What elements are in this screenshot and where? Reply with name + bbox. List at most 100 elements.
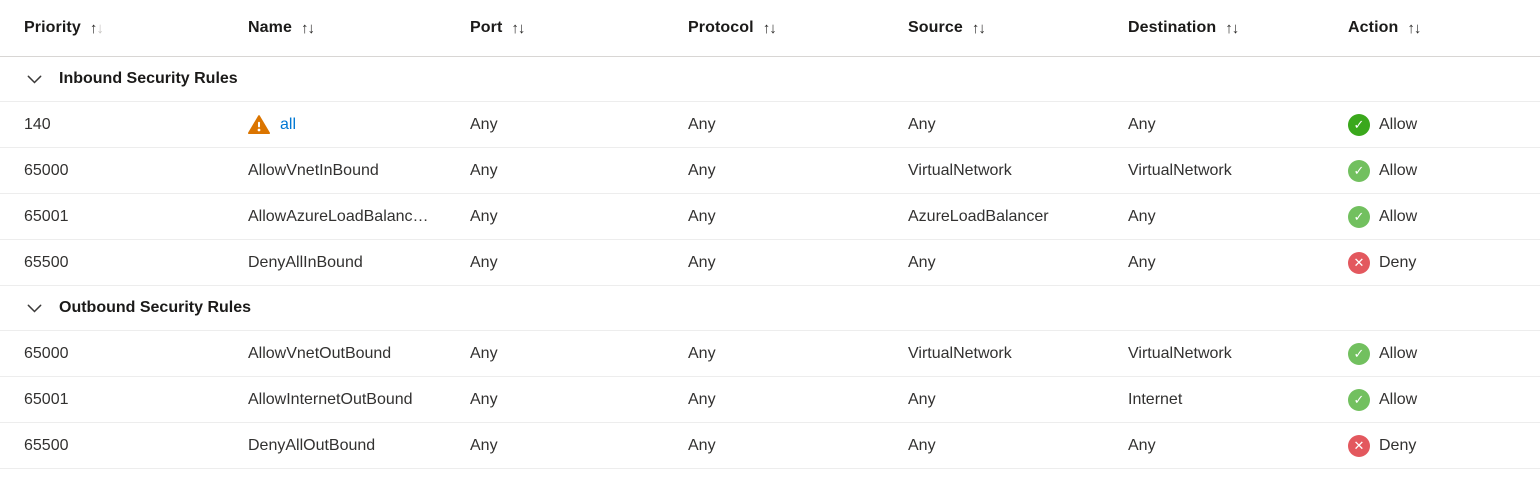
section-title: Outbound Security Rules xyxy=(59,299,252,316)
priority-cell: 65000 xyxy=(24,344,69,362)
column-header-priority[interactable]: Priority ↑↓ xyxy=(24,19,248,37)
name-cell: all xyxy=(248,114,470,135)
action-cell: ✓ Allow xyxy=(1348,113,1540,136)
action-label: Allow xyxy=(1379,161,1418,179)
sort-icons: ↑↓ xyxy=(763,21,777,36)
column-label: Protocol xyxy=(688,19,754,36)
destination-cell: Any xyxy=(1128,436,1156,454)
table-header-row: Priority ↑↓ Name ↑↓ Port ↑↓ Protocol ↑↓ … xyxy=(0,0,1540,57)
protocol-cell: Any xyxy=(688,161,716,179)
action-cell: ✓ Allow xyxy=(1348,159,1540,182)
action-status-icon: ✓ xyxy=(1348,388,1370,411)
rule-name: AllowVnetInBound xyxy=(248,161,379,179)
source-cell: VirtualNetwork xyxy=(908,161,1012,179)
rule-name: AllowVnetOutBound xyxy=(248,344,392,362)
port-cell: Any xyxy=(470,436,498,454)
destination-cell: Internet xyxy=(1128,390,1183,408)
source-cell: Any xyxy=(908,436,936,454)
rule-name: AllowInternetOutBound xyxy=(248,390,413,408)
table-row[interactable]: 65500 DenyAllInBound Any Any Any Any ✕ D… xyxy=(0,240,1540,286)
column-label: Name xyxy=(248,19,292,36)
section-header-row[interactable]: Inbound Security Rules xyxy=(0,57,1540,102)
destination-cell: VirtualNetwork xyxy=(1128,161,1232,179)
table-body: Inbound Security Rules 140 all Any Any A… xyxy=(0,57,1540,469)
priority-cell: 65001 xyxy=(24,390,69,408)
action-status-icon: ✓ xyxy=(1348,342,1370,365)
protocol-cell: Any xyxy=(688,253,716,271)
destination-cell: Any xyxy=(1128,115,1156,133)
action-cell: ✓ Allow xyxy=(1348,205,1540,228)
sort-desc-icon: ↓ xyxy=(96,19,104,37)
priority-cell: 65500 xyxy=(24,253,69,271)
action-cell: ✕ Deny xyxy=(1348,251,1540,274)
source-cell: AzureLoadBalancer xyxy=(908,207,1049,225)
column-label: Priority xyxy=(24,19,81,36)
sort-asc-icon: ↑ xyxy=(89,19,98,37)
sort-icons: ↑↓ xyxy=(90,21,104,36)
nsg-rules-table: Priority ↑↓ Name ↑↓ Port ↑↓ Protocol ↑↓ … xyxy=(0,0,1540,469)
protocol-cell: Any xyxy=(688,207,716,225)
rule-name: DenyAllInBound xyxy=(248,253,363,271)
source-cell: VirtualNetwork xyxy=(908,344,1012,362)
column-header-action[interactable]: Action ↑↓ xyxy=(1348,19,1540,37)
sort-asc-icon: ↑ xyxy=(1407,19,1415,37)
rule-name-link[interactable]: all xyxy=(280,115,297,133)
rule-name: DenyAllOutBound xyxy=(248,436,376,454)
table-row[interactable]: 65000 AllowVnetInBound Any Any VirtualNe… xyxy=(0,148,1540,194)
action-label: Allow xyxy=(1379,390,1418,408)
name-cell: AllowAzureLoadBalanc… xyxy=(248,208,470,226)
sort-desc-icon: ↓ xyxy=(517,19,526,37)
action-status-icon: ✓ xyxy=(1348,205,1370,228)
action-status-icon: ✓ xyxy=(1348,113,1370,136)
sort-asc-icon: ↑ xyxy=(762,19,771,37)
sort-desc-icon: ↓ xyxy=(307,19,315,37)
port-cell: Any xyxy=(470,207,498,225)
protocol-cell: Any xyxy=(688,115,716,133)
sort-desc-icon: ↓ xyxy=(978,19,986,37)
name-cell: AllowInternetOutBound xyxy=(248,391,470,409)
warning-icon xyxy=(248,114,270,135)
priority-cell: 65000 xyxy=(24,161,69,179)
destination-cell: Any xyxy=(1128,253,1156,271)
table-row[interactable]: 65500 DenyAllOutBound Any Any Any Any ✕ … xyxy=(0,423,1540,469)
column-header-port[interactable]: Port ↑↓ xyxy=(470,19,688,37)
source-cell: Any xyxy=(908,390,936,408)
sort-icons: ↑↓ xyxy=(972,21,986,36)
table-row[interactable]: 65000 AllowVnetOutBound Any Any VirtualN… xyxy=(0,331,1540,377)
action-label: Allow xyxy=(1379,207,1418,225)
protocol-cell: Any xyxy=(688,436,716,454)
sort-icons: ↑↓ xyxy=(1225,21,1239,36)
sort-icons: ↑↓ xyxy=(511,21,525,36)
action-status-icon: ✓ xyxy=(1348,159,1370,182)
rule-name: AllowAzureLoadBalanc… xyxy=(248,207,429,225)
action-label: Allow xyxy=(1379,344,1418,362)
chevron-down-icon xyxy=(26,300,43,317)
column-label: Port xyxy=(470,19,503,36)
name-cell: DenyAllOutBound xyxy=(248,437,470,455)
column-header-protocol[interactable]: Protocol ↑↓ xyxy=(688,19,908,37)
sort-desc-icon: ↓ xyxy=(1231,19,1240,37)
column-header-source[interactable]: Source ↑↓ xyxy=(908,19,1128,37)
destination-cell: Any xyxy=(1128,207,1156,225)
action-label: Allow xyxy=(1379,115,1418,133)
column-label: Source xyxy=(908,19,963,36)
column-header-name[interactable]: Name ↑↓ xyxy=(248,19,470,37)
sort-icons: ↑↓ xyxy=(301,21,315,36)
port-cell: Any xyxy=(470,390,498,408)
table-row[interactable]: 65001 AllowAzureLoadBalanc… Any Any Azur… xyxy=(0,194,1540,240)
sort-asc-icon: ↑ xyxy=(300,19,309,37)
section-title: Inbound Security Rules xyxy=(59,70,238,87)
action-label: Deny xyxy=(1379,253,1417,271)
sort-desc-icon: ↓ xyxy=(769,19,777,37)
column-label: Action xyxy=(1348,19,1399,36)
column-header-destination[interactable]: Destination ↑↓ xyxy=(1128,19,1348,37)
name-cell: AllowVnetInBound xyxy=(248,162,470,180)
action-cell: ✓ Allow xyxy=(1348,342,1540,365)
priority-cell: 65001 xyxy=(24,207,69,225)
port-cell: Any xyxy=(470,115,498,133)
table-row[interactable]: 140 all Any Any Any Any ✓ Allow xyxy=(0,102,1540,148)
table-row[interactable]: 65001 AllowInternetOutBound Any Any Any … xyxy=(0,377,1540,423)
section-header-row[interactable]: Outbound Security Rules xyxy=(0,286,1540,331)
action-cell: ✓ Allow xyxy=(1348,388,1540,411)
action-status-icon: ✕ xyxy=(1348,251,1370,274)
